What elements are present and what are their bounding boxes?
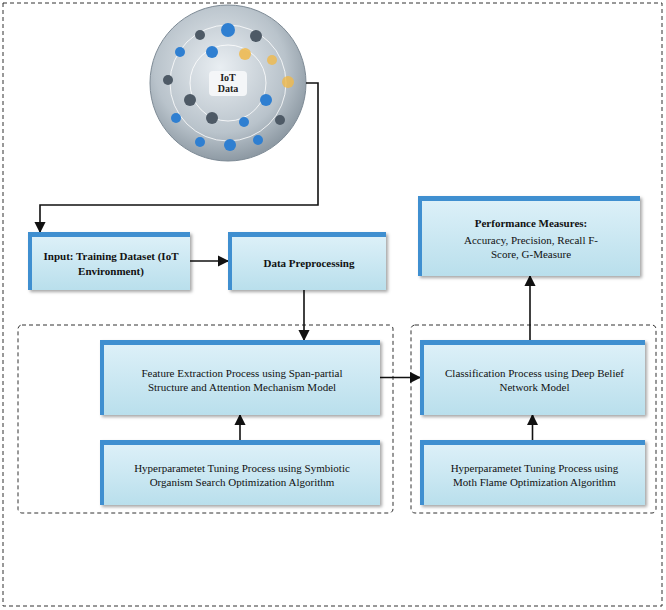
device-icon xyxy=(171,113,181,123)
flow-arrow xyxy=(303,290,305,340)
device-icon xyxy=(239,117,249,127)
device-icon xyxy=(275,115,285,125)
device-icon xyxy=(195,30,205,40)
tuning-box: Hyperparametet Tuning Process using Moth… xyxy=(420,440,645,505)
tuning-box: Hyperparametet Tuning Process using Symb… xyxy=(100,440,380,505)
node-body: Accuracy, Precision, Recall F-Score, G-M… xyxy=(456,233,606,262)
node-label: Data Preprocessing xyxy=(264,256,355,270)
globe xyxy=(150,5,306,161)
device-icon xyxy=(260,94,272,106)
device-icon xyxy=(221,23,235,37)
device-icon xyxy=(282,76,294,88)
device-icon xyxy=(184,94,196,106)
group-dashed-frame xyxy=(411,325,656,513)
device-icon xyxy=(195,137,205,147)
node-label: Feature Extraction Process using Span-pa… xyxy=(132,366,352,395)
input-box: Input: Training Dataset (IoT Environment… xyxy=(28,232,190,290)
iot-globe-illustration xyxy=(150,5,306,161)
node-label: Performance Measures: xyxy=(475,216,588,230)
flow-arrow xyxy=(239,415,241,440)
node-label: Hyperparametet Tuning Process using Moth… xyxy=(440,461,630,490)
orbit-ring xyxy=(170,25,286,141)
flow-arrow xyxy=(529,276,531,340)
node-label: IoT Data xyxy=(209,71,247,96)
device-icon xyxy=(175,47,185,57)
node-label: Hyperparametet Tuning Process using Symb… xyxy=(127,461,357,490)
flow-arrow xyxy=(40,83,318,232)
device-icon xyxy=(206,46,218,58)
flow-arrow xyxy=(532,415,534,440)
device-icon xyxy=(253,135,263,145)
outer-dashed-frame xyxy=(3,3,662,606)
device-icon xyxy=(206,112,218,124)
node-label: Input: Training Dataset (IoT Environment… xyxy=(42,249,180,278)
orbit-ring xyxy=(190,45,266,121)
process-box: Data Preprocessing xyxy=(228,232,386,290)
group-dashed-frame xyxy=(18,325,393,513)
data-source-circle: IoT Data xyxy=(150,5,306,161)
process-box: Classification Process using Deep Belief… xyxy=(420,340,645,415)
device-icon xyxy=(267,55,277,65)
device-icon xyxy=(239,48,251,60)
flow-arrow xyxy=(190,260,228,262)
output-box: Performance Measures: Accuracy, Precision… xyxy=(418,196,640,276)
process-box: Feature Extraction Process using Span-pa… xyxy=(100,340,380,415)
device-icon xyxy=(163,75,173,85)
device-icon xyxy=(250,30,262,42)
device-icon xyxy=(224,139,236,151)
node-label: Classification Process using Deep Belief… xyxy=(445,366,625,395)
flow-arrow xyxy=(380,377,420,379)
